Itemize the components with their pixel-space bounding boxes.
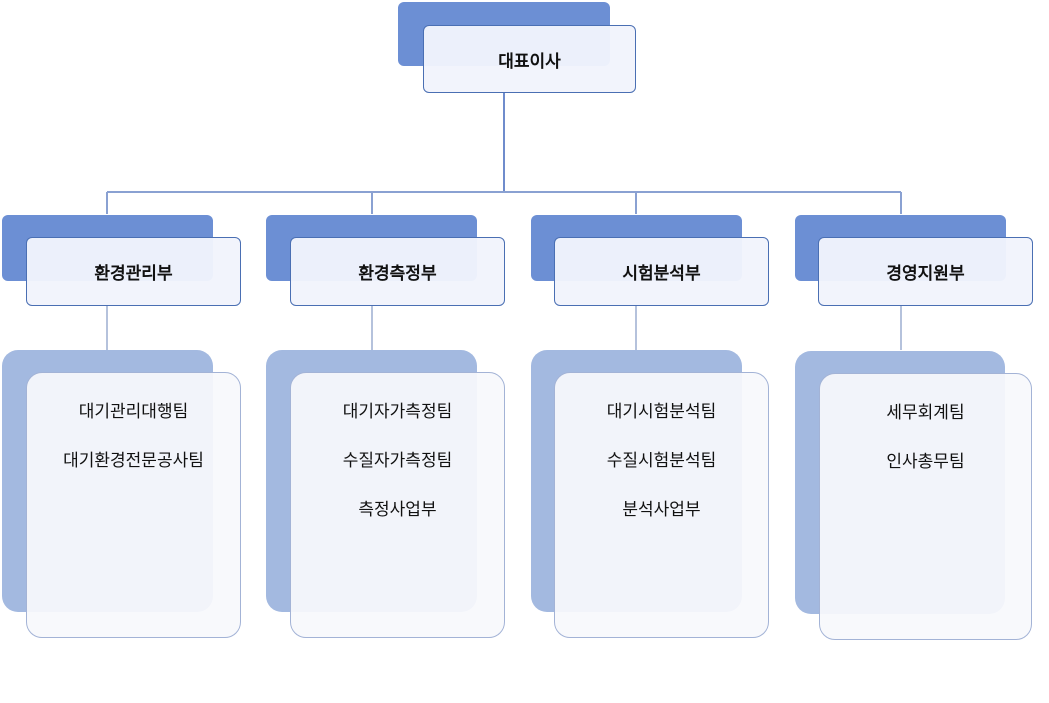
dept-label-1: 환경관리부	[94, 264, 173, 284]
team-item-4-2: 인사총무팀	[886, 452, 965, 472]
team-item-2-2: 수질자가측정팀	[342, 451, 453, 471]
dept-label-4: 경영지원부	[886, 264, 965, 284]
root-node-label: 대표이사	[498, 51, 561, 72]
team-item-3-3: 분석사업부	[622, 500, 701, 520]
dept-node-4: 경영지원부	[818, 237, 1033, 306]
team-item-4-1: 세무회계팀	[886, 403, 965, 423]
team-item-3-1: 대기시험분석팀	[606, 402, 717, 422]
team-item-2-1: 대기자가측정팀	[342, 402, 453, 422]
dept-node-1: 환경관리부	[26, 237, 241, 306]
root-node: 대표이사	[423, 25, 636, 93]
team-item-1-1: 대기관리대행팀	[78, 402, 189, 422]
team-group-2: 대기자가측정팀 수질자가측정팀 측정사업부	[290, 372, 505, 638]
team-group-3: 대기시험분석팀 수질시험분석팀 분석사업부	[554, 372, 769, 638]
dept-label-3: 시험분석부	[622, 264, 701, 284]
dept-node-2: 환경측정부	[290, 237, 505, 306]
team-item-2-3: 측정사업부	[358, 500, 437, 520]
team-item-1-2: 대기환경전문공사팀	[63, 451, 204, 471]
team-item-3-2: 수질시험분석팀	[606, 451, 717, 471]
dept-node-3: 시험분석부	[554, 237, 769, 306]
team-group-4: 세무회계팀 인사총무팀	[819, 373, 1032, 640]
team-group-1: 대기관리대행팀 대기환경전문공사팀	[26, 372, 241, 638]
dept-label-2: 환경측정부	[358, 264, 437, 284]
